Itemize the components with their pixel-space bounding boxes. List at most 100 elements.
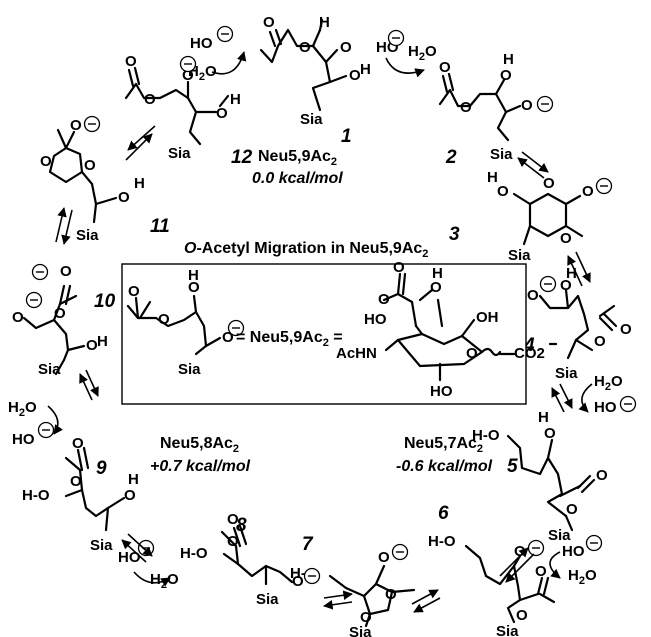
structure-1: O O O H O H Sia <box>259 14 371 128</box>
svg-text:O: O <box>596 467 608 484</box>
svg-text:OH: OH <box>476 309 499 326</box>
compound-number-2: 2 <box>445 147 457 168</box>
structure-6: H-O O O O Sia <box>428 533 556 637</box>
compound-number-8: 8 <box>236 515 247 536</box>
structure-11: O O O O H Sia <box>40 115 145 244</box>
svg-text:O: O <box>12 309 24 326</box>
svg-text:O: O <box>72 435 84 452</box>
box-equation: = Neu5,9Ac2 = <box>236 329 343 349</box>
compound-number-12: 12 <box>231 147 253 168</box>
svg-text:O: O <box>299 39 311 56</box>
structure-8: H-O O O O Sia <box>180 511 321 608</box>
svg-text:CO2: CO2 <box>514 345 545 362</box>
svg-text:Sia: Sia <box>490 146 513 163</box>
svg-text:H: H <box>134 175 145 192</box>
svg-text:O: O <box>393 259 405 276</box>
hydroxide-water-8-9: HO H2O <box>118 539 179 591</box>
svg-text:O: O <box>497 183 509 200</box>
svg-text:O: O <box>594 333 606 350</box>
hydroxide-water-12-1: HO H2O <box>188 25 247 83</box>
scheme-title: O-Acetyl Migration in Neu5,9Ac2 <box>184 240 428 260</box>
svg-text:HO: HO <box>118 549 141 566</box>
svg-text:HO: HO <box>364 311 387 328</box>
equilibrium-arrows <box>55 125 591 613</box>
state-1-compound: Neu5,9Ac2 <box>258 148 337 168</box>
structure-3: O O O O H Sia <box>487 169 613 264</box>
svg-text:H2O: H2O <box>568 567 597 587</box>
svg-text:H: H <box>487 169 498 186</box>
svg-text:O: O <box>516 607 528 624</box>
compound-number-11: 11 <box>150 216 170 237</box>
svg-text:Sia: Sia <box>548 527 571 544</box>
svg-text:O: O <box>360 609 372 626</box>
svg-text:O: O <box>118 189 130 206</box>
svg-text:HO: HO <box>594 399 617 416</box>
svg-text:H: H <box>97 333 108 350</box>
svg-text:O: O <box>582 183 594 200</box>
state-1-energy: 0.0 kcal/mol <box>252 170 343 187</box>
svg-text:H-O: H-O <box>428 533 456 550</box>
svg-text:Sia: Sia <box>76 227 99 244</box>
svg-text:H2O: H2O <box>8 399 37 419</box>
svg-text:H: H <box>319 14 330 31</box>
hydroxide-water-1-2: HO H2O <box>376 29 437 78</box>
svg-text:O: O <box>70 473 82 490</box>
structure-2: O O O H O Sia <box>438 51 554 163</box>
svg-text:O: O <box>292 573 304 590</box>
structure-5: H-O O H O O Sia <box>472 409 608 544</box>
svg-text:Sia: Sia <box>168 145 191 162</box>
svg-text:O: O <box>500 67 512 84</box>
svg-text:O: O <box>439 59 451 76</box>
svg-text:H2O: H2O <box>408 43 437 63</box>
svg-text:HO: HO <box>430 383 453 400</box>
svg-text:H: H <box>432 265 443 282</box>
state-5-energy: -0.6 kcal/mol <box>396 458 493 475</box>
svg-text:O: O <box>378 291 390 308</box>
svg-text:O: O <box>340 39 352 56</box>
svg-text:Sia: Sia <box>349 624 372 637</box>
svg-text:O: O <box>144 91 156 108</box>
hydroxide-water-5-6: HO H2O <box>549 534 603 587</box>
structure-definition-box: O O O H O Sia = Neu5,9Ac2 = O O O H HO O… <box>121 259 558 405</box>
svg-text:H: H <box>230 91 241 108</box>
compound-number-6: 6 <box>438 503 449 524</box>
state-9-compound: Neu5,8Ac2 <box>160 435 239 455</box>
svg-text:O: O <box>188 279 200 296</box>
svg-text:O: O <box>560 277 572 294</box>
svg-text:H-O: H-O <box>180 545 208 562</box>
compound-number-5: 5 <box>507 456 518 477</box>
compound-number-10: 10 <box>94 291 116 312</box>
svg-text:H2O: H2O <box>188 63 217 83</box>
state-5-compound: Neu5,7Ac2 <box>404 435 483 455</box>
svg-text:Sia: Sia <box>38 361 61 378</box>
svg-text:O: O <box>263 14 275 31</box>
svg-text:Sia: Sia <box>508 247 531 264</box>
svg-text:O: O <box>560 230 572 247</box>
structure-7: H-O O O O Sia <box>290 543 416 637</box>
svg-text:O: O <box>535 563 547 580</box>
svg-text:H: H <box>128 471 139 488</box>
svg-text:O: O <box>54 305 66 322</box>
svg-text:H: H <box>188 267 199 284</box>
svg-text:O: O <box>385 586 397 603</box>
compound-number-7: 7 <box>302 534 314 555</box>
svg-text:Sia: Sia <box>300 111 323 128</box>
svg-text:O: O <box>349 67 361 84</box>
svg-text:Sia: Sia <box>256 591 279 608</box>
structure-10: O O O O H Sia <box>12 263 108 378</box>
svg-text:HO: HO <box>562 543 585 560</box>
svg-text:O: O <box>227 511 239 528</box>
svg-text:HO: HO <box>12 431 35 448</box>
svg-text:O: O <box>60 263 72 280</box>
svg-text:O: O <box>544 425 556 442</box>
svg-text:O: O <box>86 337 98 354</box>
svg-text:O: O <box>158 311 170 328</box>
hydroxide-water-9-10: H2O HO <box>8 399 63 448</box>
svg-text:O: O <box>460 99 472 116</box>
svg-text:O: O <box>430 279 442 296</box>
svg-text:O: O <box>70 117 82 134</box>
svg-text:H-O: H-O <box>22 487 50 504</box>
svg-text:O: O <box>378 549 390 566</box>
svg-text:AcHN: AcHN <box>336 345 377 362</box>
